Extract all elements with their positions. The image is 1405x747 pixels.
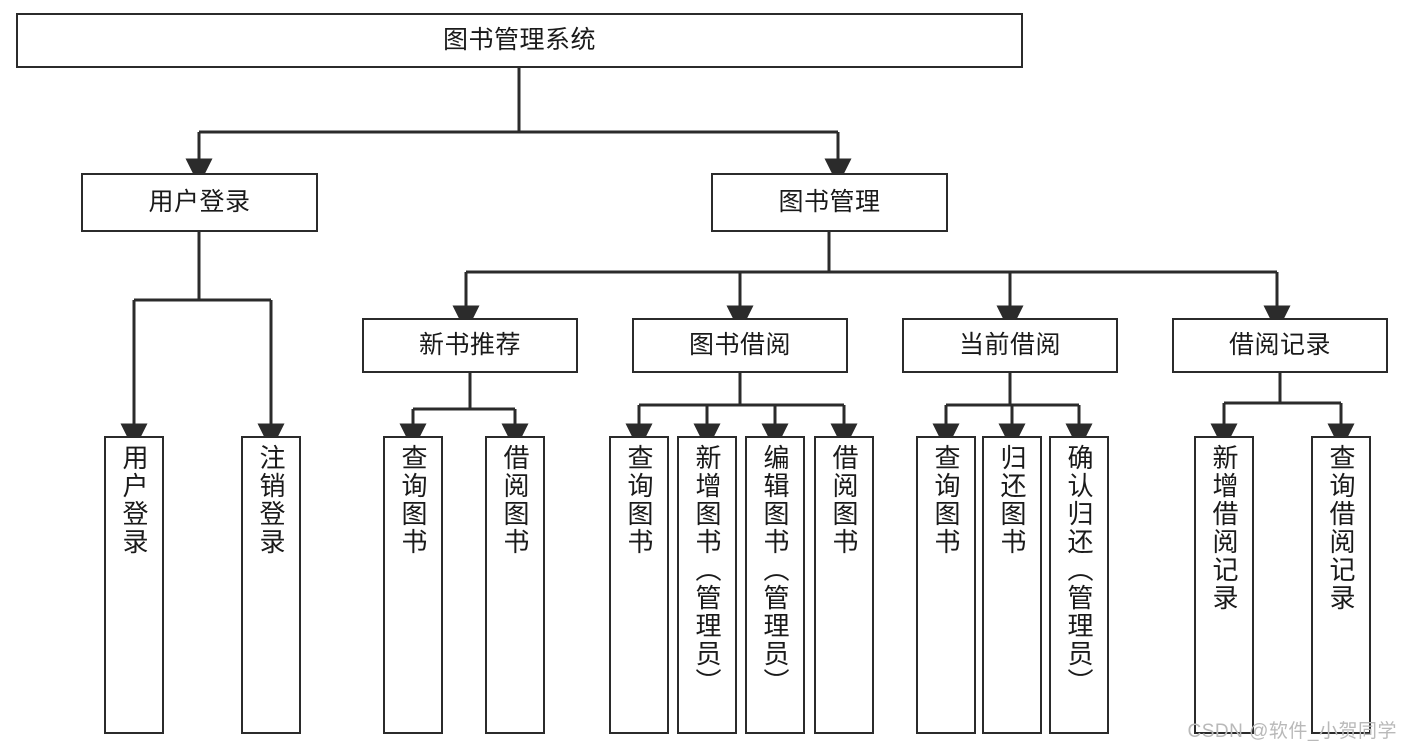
node-leaf-confirm-return[interactable]: 确认归还（管理员）: [1049, 436, 1109, 734]
node-leaf-add-book[interactable]: 新增图书（管理员）: [677, 436, 737, 734]
node-leaf-edit-book[interactable]: 编辑图书（管理员）: [745, 436, 805, 734]
node-label: 借阅图书: [829, 444, 859, 556]
node-leaf-return-book[interactable]: 归还图书: [982, 436, 1042, 734]
node-label: 编辑图书（管理员）: [760, 444, 790, 696]
node-leaf-add-record[interactable]: 新增借阅记录: [1194, 436, 1254, 734]
node-label: 借阅图书: [500, 444, 530, 556]
node-label: 注销登录: [256, 444, 286, 556]
node-label: 图书管理系统: [442, 25, 596, 54]
node-label: 图书借阅: [688, 330, 791, 359]
node-label: 新增图书（管理员）: [692, 444, 722, 696]
node-leaf-borrow-book-2[interactable]: 借阅图书: [814, 436, 874, 734]
node-leaf-query-book-2[interactable]: 查询图书: [609, 436, 669, 734]
node-label: 用户登录: [148, 187, 251, 216]
csdn-watermark: CSDN @软件_小贺同学: [1187, 721, 1397, 742]
node-label: 当前借阅: [958, 330, 1061, 359]
node-label: 查询图书: [624, 444, 654, 556]
node-label: 查询图书: [398, 444, 428, 556]
node-user-login[interactable]: 用户登录: [81, 173, 318, 232]
node-book-management-system[interactable]: 图书管理系统: [16, 13, 1023, 68]
node-leaf-query-book-1[interactable]: 查询图书: [383, 436, 443, 734]
node-label: 确认归还（管理员）: [1064, 444, 1094, 696]
node-label: 新增借阅记录: [1209, 444, 1239, 612]
node-current-borrow[interactable]: 当前借阅: [902, 318, 1118, 373]
node-leaf-borrow-book-1[interactable]: 借阅图书: [485, 436, 545, 734]
node-leaf-user-login[interactable]: 用户登录: [104, 436, 164, 734]
node-label: 用户登录: [119, 444, 149, 556]
node-label: 归还图书: [997, 444, 1027, 556]
node-leaf-query-record[interactable]: 查询借阅记录: [1311, 436, 1371, 734]
node-label: 借阅记录: [1228, 330, 1331, 359]
node-new-book-recommend[interactable]: 新书推荐: [362, 318, 578, 373]
node-leaf-logout-login[interactable]: 注销登录: [241, 436, 301, 734]
node-book-borrow[interactable]: 图书借阅: [632, 318, 848, 373]
node-leaf-query-book-3[interactable]: 查询图书: [916, 436, 976, 734]
node-borrow-record[interactable]: 借阅记录: [1172, 318, 1388, 373]
node-label: 查询图书: [931, 444, 961, 556]
node-label: 查询借阅记录: [1326, 444, 1356, 612]
node-label: 图书管理: [778, 187, 881, 216]
node-book-management[interactable]: 图书管理: [711, 173, 948, 232]
node-label: 新书推荐: [418, 330, 521, 359]
